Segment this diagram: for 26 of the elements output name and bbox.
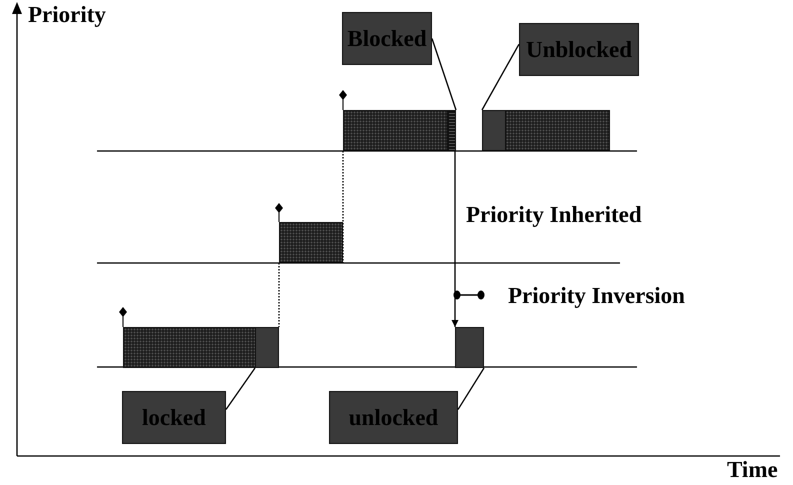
arrow bbox=[452, 151, 458, 327]
axis-label: Priority bbox=[28, 2, 106, 28]
axis-label: Time bbox=[727, 457, 778, 483]
execution-bar bbox=[123, 327, 256, 368]
label-box bbox=[122, 391, 226, 444]
label-box bbox=[519, 23, 639, 76]
annotation-text: Priority Inversion bbox=[508, 283, 685, 309]
leader-line bbox=[431, 38, 457, 110]
label-text: unlocked bbox=[348, 404, 438, 430]
execution-bar bbox=[482, 110, 506, 151]
execution-bar bbox=[448, 110, 456, 151]
execution-bar bbox=[279, 222, 343, 263]
label-text: locked bbox=[142, 404, 206, 430]
annotation-text: Priority Inherited bbox=[466, 202, 642, 228]
execution-bar bbox=[505, 110, 610, 151]
leader-line bbox=[457, 368, 485, 410]
execution-bar bbox=[255, 327, 279, 368]
label-box bbox=[342, 12, 432, 65]
dotted-line bbox=[278, 263, 280, 327]
leader-line bbox=[225, 368, 256, 410]
label-box bbox=[329, 391, 458, 444]
execution-bar bbox=[343, 110, 448, 151]
label-text: Blocked bbox=[347, 26, 427, 52]
leader-line bbox=[481, 44, 520, 110]
execution-bar bbox=[455, 327, 484, 368]
label-text: Unblocked bbox=[526, 36, 632, 62]
